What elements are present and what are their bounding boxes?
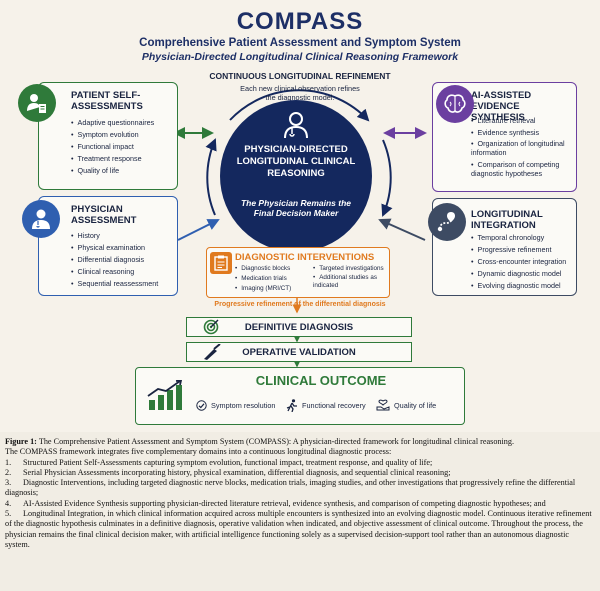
patient-self-assessments-box: PATIENT SELF-ASSESSMENTS Adaptive questi… bbox=[38, 82, 178, 190]
list-item: Literature retrieval bbox=[471, 115, 575, 127]
definitive-diagnosis-bar: DEFINITIVE DIAGNOSIS bbox=[186, 317, 412, 337]
list-item: Differential diagnosis bbox=[71, 254, 158, 266]
check-circle-icon bbox=[196, 400, 207, 411]
growth-chart-icon bbox=[147, 380, 183, 410]
caption-intro: The COMPASS framework integrates five co… bbox=[5, 447, 392, 457]
outcome-label: Functional recovery bbox=[302, 401, 366, 410]
list-item: Symptom evolution bbox=[71, 129, 154, 141]
framework-title: Physician-Directed Longitudinal Clinical… bbox=[141, 51, 459, 63]
patient-item-list: Adaptive questionnaires Symptom evolutio… bbox=[71, 117, 155, 177]
brain-icon bbox=[436, 85, 474, 123]
refinement-heading: CONTINUOUS LONGITUDINAL REFINEMENT bbox=[209, 71, 391, 81]
physician-icon bbox=[284, 112, 308, 139]
physician-item-list: History Physical examination Differentia… bbox=[71, 230, 159, 290]
list-item: Temporal chronology bbox=[471, 232, 566, 244]
running-person-icon bbox=[286, 399, 297, 412]
clinical-outcome-heading: CLINICAL OUTCOME bbox=[255, 373, 387, 388]
list-item: Comparison of competing diagnostic hypot… bbox=[471, 160, 575, 178]
list-item: Additional studies as indicated bbox=[313, 274, 389, 290]
list-item: History bbox=[71, 230, 158, 242]
caption-item: 1.Structured Patient Self-Assessments ca… bbox=[5, 457, 433, 467]
operative-validation-bar: OPERATIVE VALIDATION bbox=[186, 342, 412, 362]
caption-text: The Comprehensive Patient Assessment and… bbox=[38, 437, 515, 446]
caption-label: Figure 1: bbox=[5, 437, 37, 446]
definitive-diagnosis-label: DEFINITIVE DIAGNOSIS bbox=[244, 321, 354, 333]
physician-heading: PHYSICIAN ASSESSMENT bbox=[71, 204, 137, 226]
refinement-text: Each new clinical observation refines th… bbox=[240, 84, 360, 102]
list-item: Evolving diagnostic model bbox=[471, 280, 566, 292]
clinical-outcome-box: CLINICAL OUTCOME Symptom resolution Func… bbox=[135, 367, 465, 425]
list-item: Targeted investigations bbox=[313, 264, 389, 274]
physician-assessment-box: PHYSICIAN ASSESSMENT History Physical ex… bbox=[38, 196, 178, 296]
diagnostic-interventions-box: DIAGNOSTIC INTERVENTIONS Diagnostic bloc… bbox=[206, 247, 390, 298]
longitudinal-item-list: Temporal chronology Progressive refineme… bbox=[471, 232, 567, 292]
figure-caption: Figure 1: The Comprehensive Patient Asse… bbox=[5, 437, 595, 550]
caption-item: 3.Diagnostic Interventions, including ta… bbox=[5, 478, 576, 498]
diagnostic-col2: Targeted investigations Additional studi… bbox=[313, 264, 389, 290]
list-item: Adaptive questionnaires bbox=[71, 117, 155, 129]
list-item: Sequential reassessment bbox=[71, 278, 159, 290]
list-item: Treatment response bbox=[71, 153, 154, 165]
page-title: COMPASS bbox=[236, 8, 364, 35]
patient-heading: PATIENT SELF-ASSESSMENTS bbox=[71, 90, 143, 112]
list-item: Clinical reasoning bbox=[71, 266, 158, 278]
caption-title: Figure 1: The Comprehensive Patient Asse… bbox=[5, 437, 595, 447]
diagnostic-heading: DIAGNOSTIC INTERVENTIONS bbox=[235, 252, 375, 263]
central-reasoning-circle: PHYSICIAN-DIRECTED LONGITUDINAL CLINICAL… bbox=[220, 100, 372, 252]
doctor-icon bbox=[22, 200, 60, 238]
decision-maker-note: The Physician Remains the Final Decision… bbox=[240, 198, 352, 218]
caption-item: 2.Serial Physician Assessments incorpora… bbox=[5, 467, 451, 477]
list-item: Functional impact bbox=[71, 141, 154, 153]
list-item: Evidence synthesis bbox=[471, 127, 575, 139]
clipboard-icon bbox=[210, 252, 232, 274]
scalpel-icon bbox=[204, 344, 221, 360]
progressive-refinement-label: Progressive refinement of the differenti… bbox=[214, 301, 386, 308]
list-item: Physical examination bbox=[71, 242, 158, 254]
list-item: Imaging (MRI/CT) bbox=[235, 284, 291, 294]
central-heading: PHYSICIAN-DIRECTED LONGITUDINAL CLINICAL… bbox=[236, 144, 356, 179]
outcome-label: Symptom resolution bbox=[211, 401, 276, 410]
outcome-item-symptom: Symptom resolution bbox=[196, 400, 275, 411]
list-item: Progressive refinement bbox=[471, 244, 566, 256]
outcome-item-functional: Functional recovery bbox=[286, 399, 366, 412]
list-item: Organization of longitudinal information bbox=[471, 139, 575, 157]
longitudinal-heading: LONGITUDINAL INTEGRATION bbox=[471, 209, 543, 231]
list-item: Dynamic diagnostic model bbox=[471, 268, 566, 280]
ai-item-list: Literature retrieval Evidence synthesis … bbox=[471, 115, 575, 178]
caption-item: 5.Longitudinal Integration, in which cli… bbox=[5, 509, 592, 549]
figure-panel: COMPASS Comprehensive Patient Assessment… bbox=[0, 0, 600, 432]
hand-heart-icon bbox=[376, 399, 390, 411]
outcome-item-quality: Quality of life bbox=[376, 399, 436, 411]
caption-item: 4.AI-Assisted Evidence Synthesis support… bbox=[5, 498, 546, 508]
ai-evidence-synthesis-box: AI-ASSISTED EVIDENCE SYNTHESIS Literatur… bbox=[432, 82, 577, 192]
list-item: Quality of life bbox=[71, 165, 154, 177]
diagnostic-col1: Diagnostic blocks Medication trials Imag… bbox=[235, 264, 291, 294]
operative-validation-label: OPERATIVE VALIDATION bbox=[242, 346, 356, 358]
list-item: Diagnostic blocks bbox=[235, 264, 291, 274]
path-pin-icon bbox=[428, 203, 466, 241]
target-icon bbox=[203, 319, 219, 335]
patient-clipboard-icon bbox=[18, 84, 56, 122]
outcome-label: Quality of life bbox=[394, 400, 437, 410]
list-item: Cross-encounter integration bbox=[471, 256, 567, 268]
subtitle: Comprehensive Patient Assessment and Sym… bbox=[139, 37, 461, 49]
list-item: Medication trials bbox=[235, 274, 291, 284]
